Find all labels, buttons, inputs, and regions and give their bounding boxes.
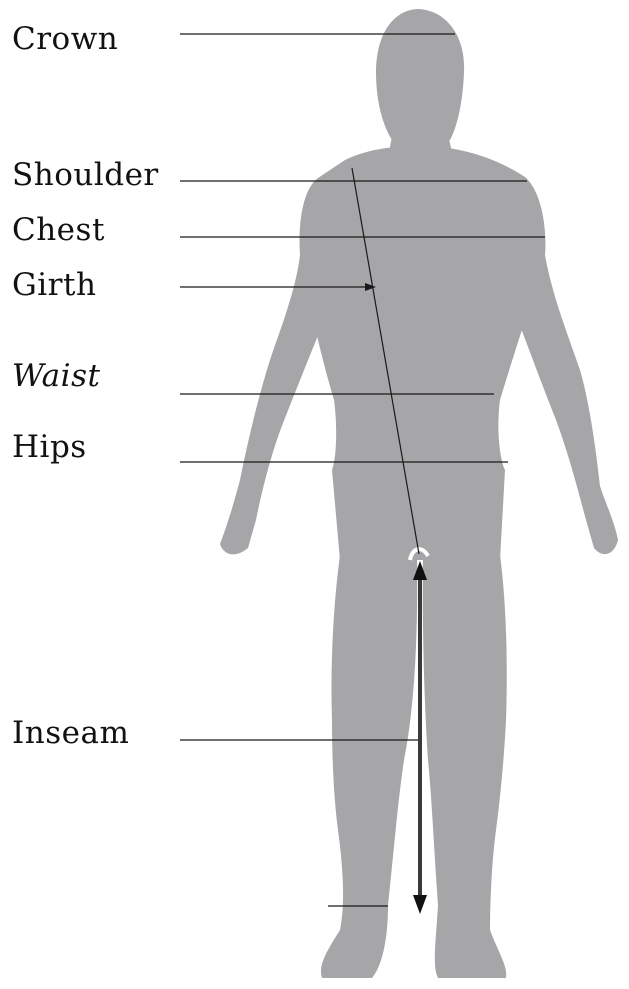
left-leg bbox=[321, 555, 417, 978]
label-crown: Crown bbox=[12, 24, 118, 55]
label-waist: Waist bbox=[12, 361, 100, 392]
head bbox=[376, 9, 464, 140]
label-hips: Hips bbox=[12, 432, 87, 463]
right-arm bbox=[510, 177, 618, 554]
label-inseam: Inseam bbox=[12, 718, 129, 749]
left-arm bbox=[220, 178, 336, 554]
inseam-arrowhead-bottom bbox=[413, 895, 427, 914]
label-shoulder: Shoulder bbox=[12, 160, 159, 191]
label-chest: Chest bbox=[12, 215, 105, 246]
right-leg bbox=[423, 555, 507, 978]
torso bbox=[300, 146, 545, 560]
label-girth: Girth bbox=[12, 270, 96, 301]
